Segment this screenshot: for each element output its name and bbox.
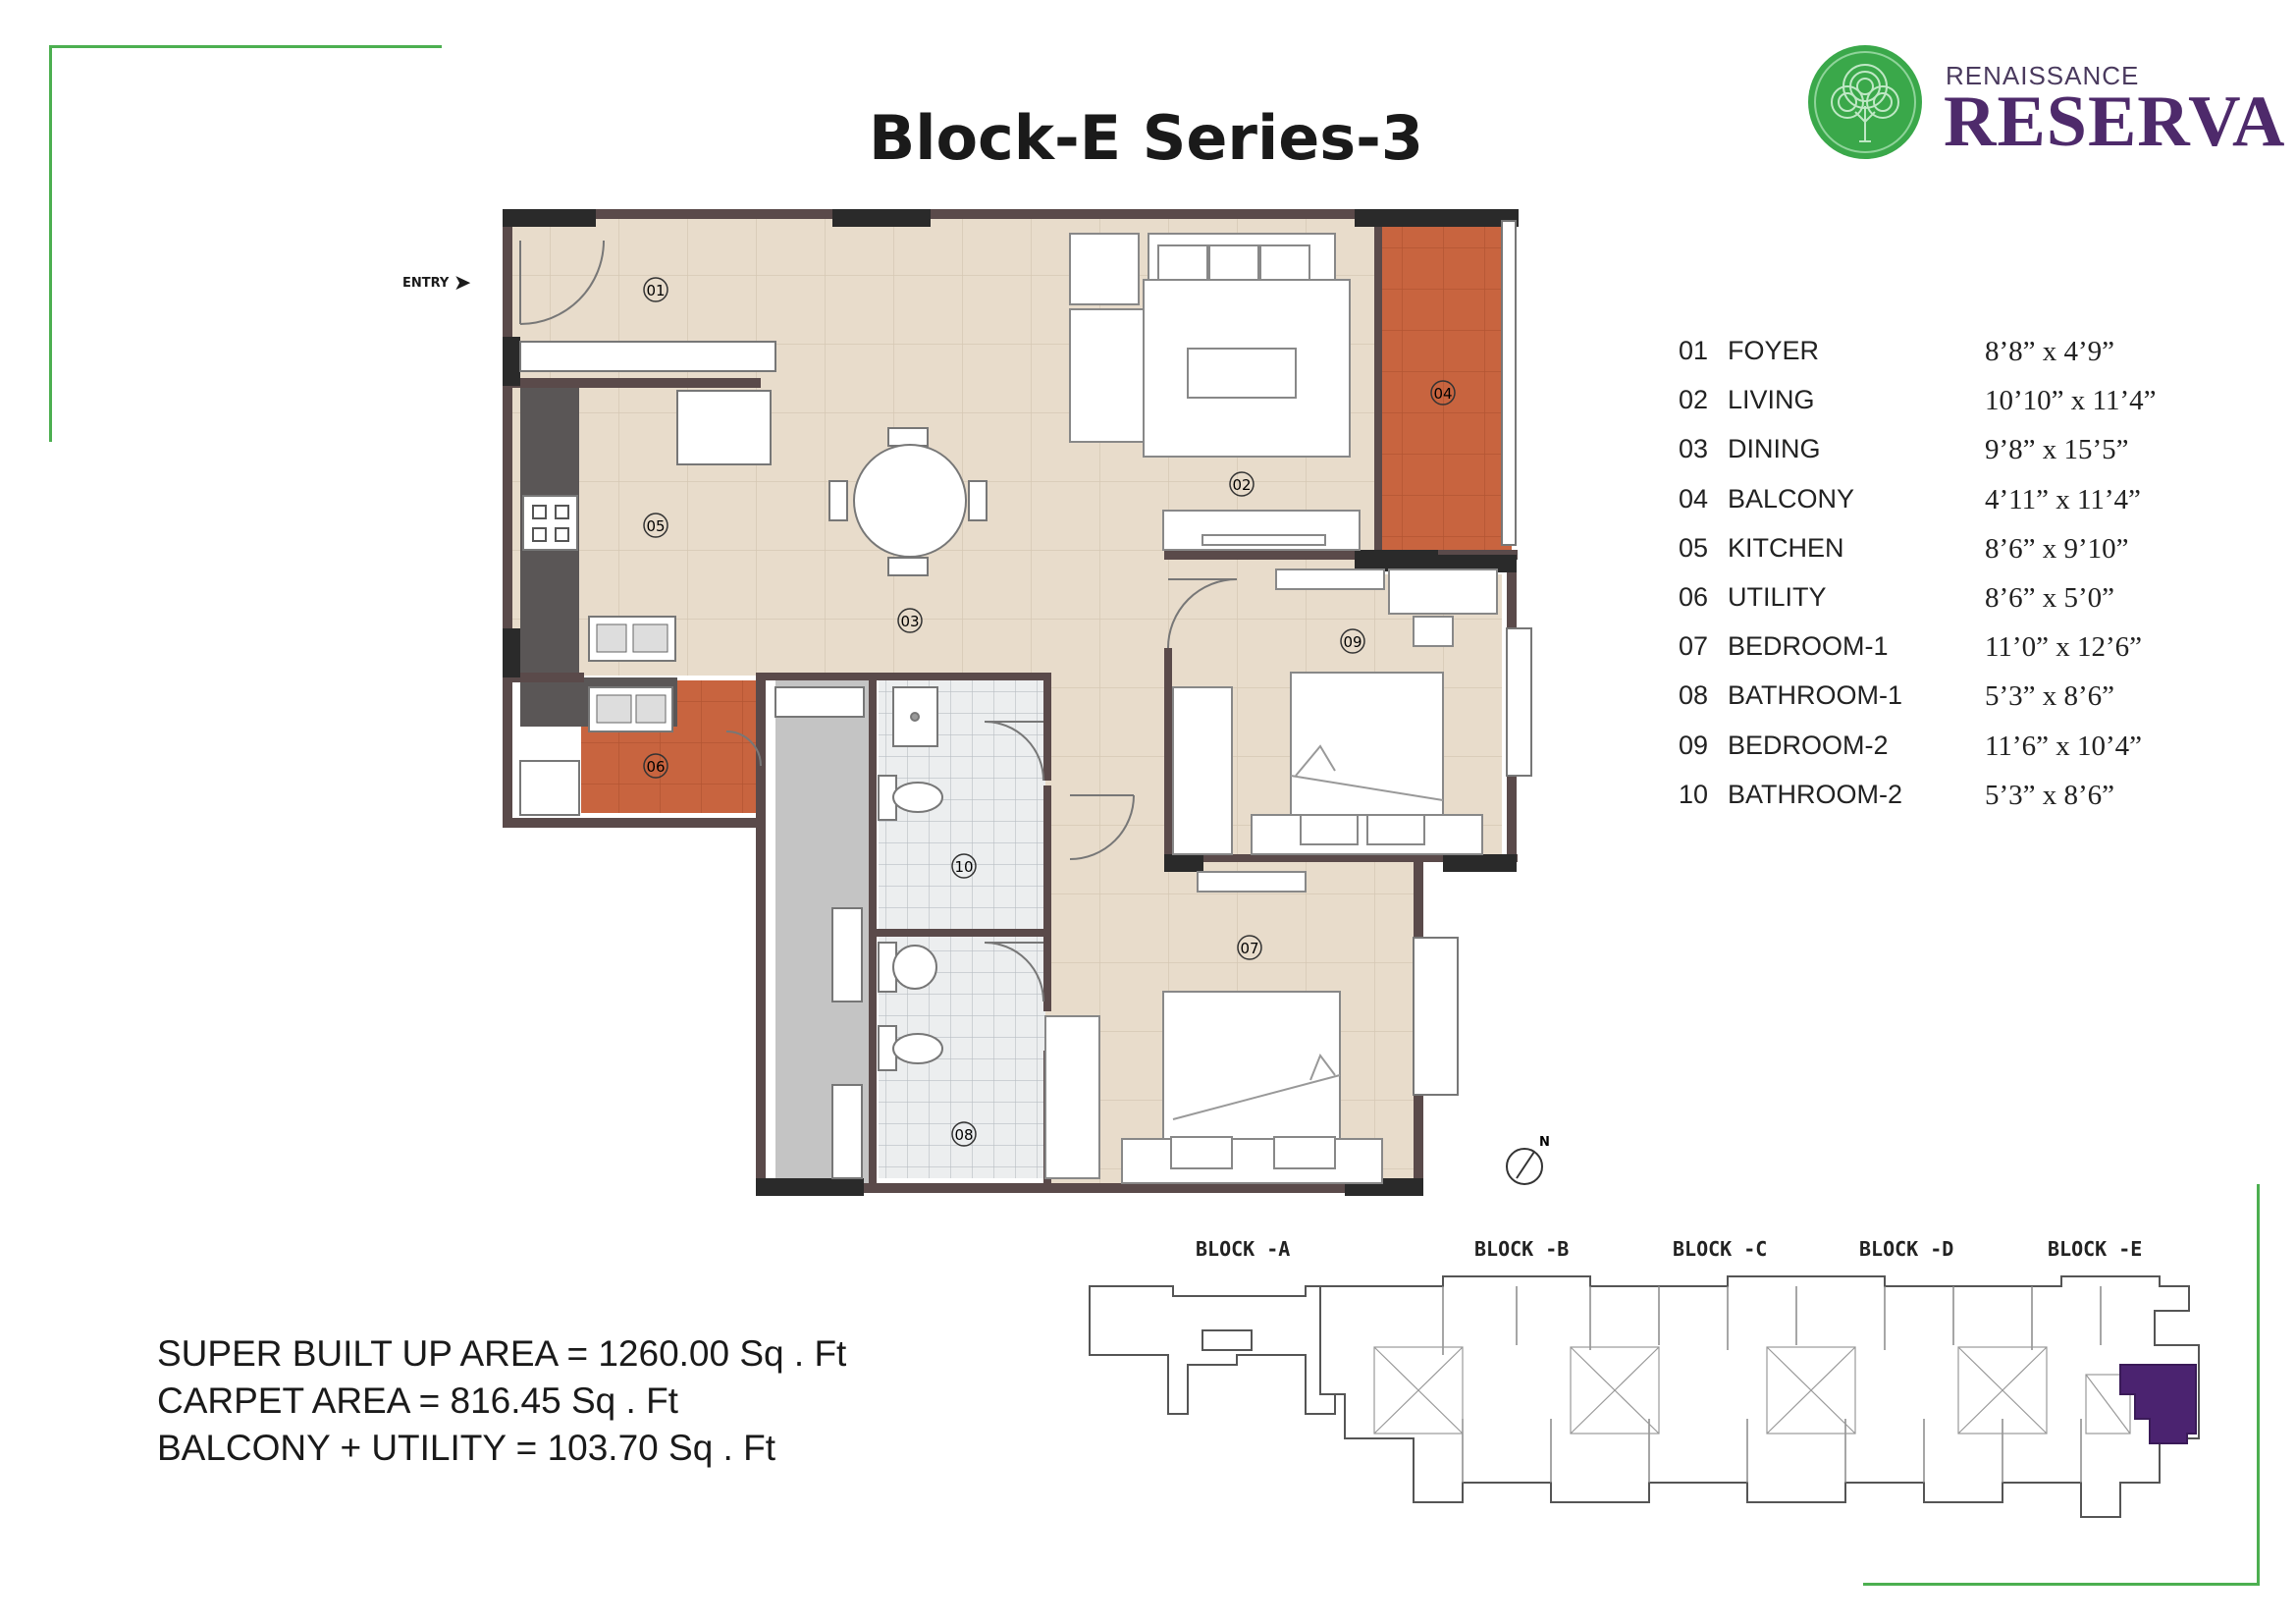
legend-row: 09 BEDROOM-2 11’6” x 10’4” <box>1679 731 2189 780</box>
legend-row: 07 BEDROOM-1 11’0” x 12’6” <box>1679 631 2189 680</box>
legend-room-name: DINING <box>1728 434 1821 464</box>
north-label: N <box>1539 1135 1550 1150</box>
legend-room-name: BEDROOM-1 <box>1728 631 1889 662</box>
bedroom-2-furniture <box>1172 568 1498 855</box>
entry-arrow-icon: ➤ <box>453 271 472 296</box>
room-tag-09: 09 <box>1343 633 1362 651</box>
brand-name: RESERVA <box>1944 81 2286 162</box>
legend-room-number: 01 <box>1679 336 1709 365</box>
legend-row: 03 DINING 9’8” x 15’5” <box>1679 434 2189 483</box>
legend-row: 05 KITCHEN 8’6” x 9’10” <box>1679 533 2189 582</box>
living-furniture <box>1069 233 1361 551</box>
legend-room-dims: 4’11” x 11’4” <box>1985 483 2141 515</box>
legend-room-number: 10 <box>1679 779 1709 809</box>
corner-frame-bottom-right-v <box>2257 1184 2260 1586</box>
room-tag-07: 07 <box>1240 940 1258 957</box>
bathroom-fixtures <box>774 686 943 1179</box>
legend-room-dims: 8’6” x 9’10” <box>1985 532 2129 565</box>
legend-room-dims: 11’0” x 12’6” <box>1985 631 2142 664</box>
legend-room-dims: 9’8” x 15’5” <box>1985 434 2129 466</box>
north-arrow-icon: N <box>1506 1135 1550 1185</box>
legend-row: 04 BALCONY 4’11” x 11’4” <box>1679 484 2189 533</box>
legend-room-dims: 10’10” x 11’4” <box>1985 385 2157 417</box>
room-tag-02: 02 <box>1232 476 1251 494</box>
legend-row: 08 BATHROOM-1 5’3” x 8’6” <box>1679 680 2189 730</box>
legend-room-name: BATHROOM-1 <box>1728 680 1903 711</box>
entry-label: ENTRY ➤ <box>402 271 472 296</box>
brand-subtitle: RENAISSANCE <box>1946 61 2140 90</box>
room-tag-01: 01 <box>646 282 665 299</box>
tree-emblem-icon <box>1808 45 1922 159</box>
legend-room-dims: 11’6” x 10’4” <box>1985 730 2142 762</box>
room-tag-03: 03 <box>900 613 919 630</box>
area-summary: SUPER BUILT UP AREA = 1260.00 Sq . Ft CA… <box>157 1330 846 1472</box>
legend-room-name: FOYER <box>1728 336 1820 365</box>
legend-room-dims: 8’8” x 4’9” <box>1985 336 2115 367</box>
legend-room-name: LIVING <box>1728 385 1815 415</box>
balcony-utility-area: BALCONY + UTILITY = 103.70 Sq . Ft <box>157 1428 775 1468</box>
room-legend: 01 FOYER 8’8” x 4’9” 02 LIVING 10’10” x 11’4… <box>1679 336 2189 829</box>
legend-room-dims: 8’6” x 5’0” <box>1985 581 2115 614</box>
legend-room-dims: 5’3” x 8’6” <box>1985 779 2115 811</box>
legend-room-number: 08 <box>1679 680 1709 711</box>
legend-room-name: BALCONY <box>1728 483 1855 514</box>
room-tag-06: 06 <box>646 758 665 776</box>
legend-room-number: 03 <box>1679 434 1709 464</box>
doors <box>519 240 1238 1002</box>
kitchen-fixtures <box>519 341 776 816</box>
room-tag-08: 08 <box>954 1126 973 1144</box>
dining-table <box>828 427 988 576</box>
legend-room-name: BEDROOM-2 <box>1728 730 1889 760</box>
legend-room-number: 05 <box>1679 532 1709 563</box>
windows <box>1413 220 1532 1096</box>
key-plan-label-block-a: BLOCK -A <box>1196 1237 1291 1261</box>
legend-room-name: KITCHEN <box>1728 532 1844 563</box>
carpet-area: CARPET AREA = 816.45 Sq . Ft <box>157 1380 678 1421</box>
key-plan <box>1089 1275 2200 1518</box>
key-plan-label-block-d: BLOCK -D <box>1859 1237 1954 1261</box>
legend-room-name: BATHROOM-2 <box>1728 779 1903 809</box>
legend-room-number: 07 <box>1679 631 1709 662</box>
room-tag-05: 05 <box>646 517 665 535</box>
legend-room-number: 04 <box>1679 483 1709 514</box>
corner-frame-top-left-h <box>49 45 442 48</box>
key-plan-label-block-c: BLOCK -C <box>1673 1237 1768 1261</box>
room-tags: 01 02 03 04 05 06 07 08 09 10 <box>643 277 1456 1147</box>
legend-room-number: 09 <box>1679 730 1709 760</box>
legend-room-number: 02 <box>1679 385 1709 415</box>
legend-room-number: 06 <box>1679 581 1709 612</box>
room-tag-04: 04 <box>1433 385 1452 403</box>
super-built-up-area: SUPER BUILT UP AREA = 1260.00 Sq . Ft <box>157 1333 847 1374</box>
wall-piers <box>503 209 1519 1196</box>
legend-row: 02 LIVING 10’10” x 11’4” <box>1679 385 2189 434</box>
legend-room-dims: 5’3” x 8’6” <box>1985 680 2115 713</box>
bedroom-1-furniture <box>1044 871 1383 1184</box>
room-tag-10: 10 <box>954 858 973 876</box>
legend-row: 01 FOYER 8’8” x 4’9” <box>1679 336 2189 385</box>
legend-row: 06 UTILITY 8’6” x 5’0” <box>1679 582 2189 631</box>
legend-room-name: UTILITY <box>1728 581 1827 612</box>
brand-logo: RENAISSANCE RESERVA <box>1806 43 2285 166</box>
highlighted-unit <box>2119 1364 2197 1444</box>
key-plan-label-block-b: BLOCK -B <box>1474 1237 1570 1261</box>
corner-frame-bottom-right-h <box>1863 1583 2260 1586</box>
legend-row: 10 BATHROOM-2 5’3” x 8’6” <box>1679 780 2189 829</box>
key-plan-label-block-e: BLOCK -E <box>2048 1237 2143 1261</box>
page-title: Block-E Series-3 <box>868 102 1424 174</box>
corner-frame-top-left-v <box>49 45 52 442</box>
